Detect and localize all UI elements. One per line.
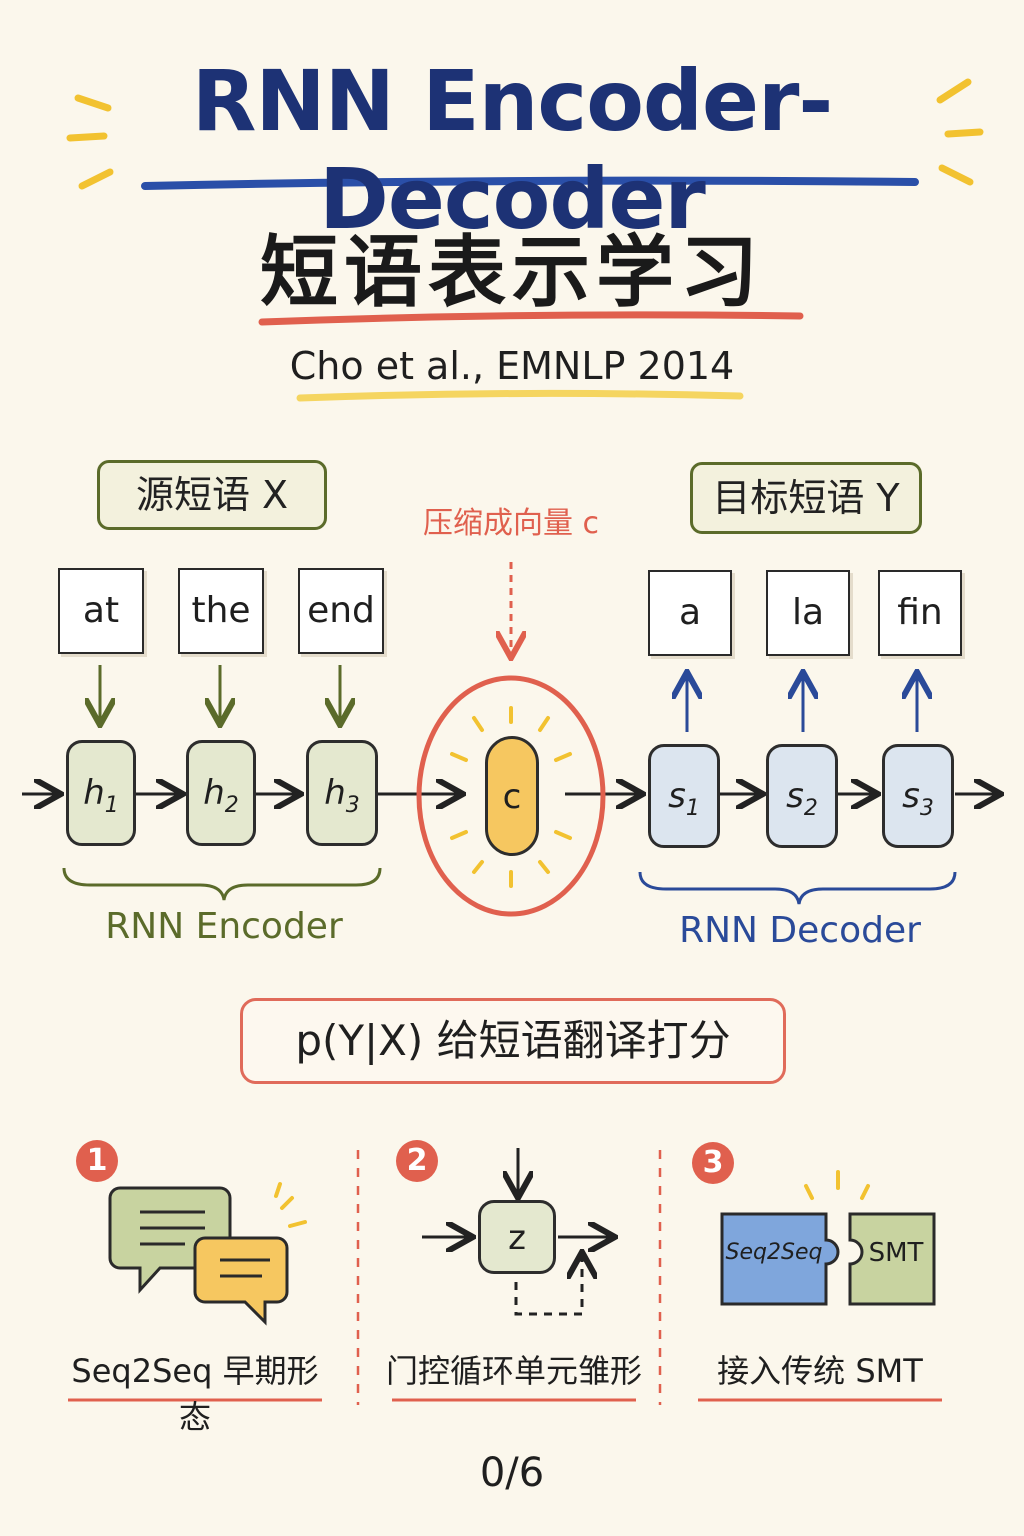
gate-unit: z [478, 1200, 556, 1274]
decoder-state-s3: s3 [882, 744, 954, 848]
point-caption-1: Seq2Seq 早期形态 [71, 1352, 319, 1436]
citation-underline [296, 389, 744, 402]
page-title: RNN Encoder-Decoder [191, 52, 834, 248]
decoder-state-s2: s2 [766, 744, 838, 848]
decoder-state-s1: s1 [648, 744, 720, 848]
source-phrase-label: 源短语 X [97, 460, 327, 530]
formula-box: p(Y|X) 给短语翻译打分 [240, 998, 786, 1084]
citation: Cho et al., EMNLP 2014 [289, 344, 735, 388]
point-caption-3: 接入传统 SMT [717, 1352, 923, 1390]
encoder-brace [62, 867, 382, 901]
puzzle-icon [720, 1170, 936, 1306]
puzzle-label-smt: SMT [868, 1238, 924, 1268]
subtitle-underline [258, 311, 804, 326]
title-underline [141, 176, 919, 190]
encoder-label: RNN Encoder [105, 906, 343, 947]
point-number-3: 3 [692, 1142, 734, 1184]
target-word: fin [878, 570, 962, 656]
target-word: la [766, 570, 850, 656]
target-word: a [648, 570, 732, 656]
title-sparkles [66, 78, 984, 190]
target-phrase-label: 目标短语 Y [690, 462, 922, 534]
source-word: at [58, 568, 144, 654]
point-number-1: 1 [76, 1140, 118, 1182]
gate-arrows [422, 1148, 612, 1316]
point-caption-2: 门控循环单元雏形 [385, 1352, 642, 1390]
point-number-2: 2 [396, 1140, 438, 1182]
encoder-state-h2: h2 [186, 740, 256, 846]
source-word: end [298, 568, 384, 654]
puzzle-label-seq2seq: Seq2Seq [725, 1240, 823, 1265]
decoder-brace [638, 871, 957, 905]
input-arrows [100, 665, 340, 722]
source-word: the [178, 568, 264, 654]
context-glow [450, 706, 572, 888]
output-arrows [687, 675, 917, 732]
decoder-label: RNN Decoder [679, 910, 921, 951]
page-indicator: 0/6 [479, 1450, 545, 1496]
encoder-state-h3: h3 [306, 740, 378, 846]
context-highlight [416, 675, 606, 917]
context-vector: c [485, 736, 539, 856]
encoder-state-h1: h1 [66, 740, 136, 846]
compress-label: 压缩成向量 c [422, 506, 600, 541]
page-subtitle: 短语表示学习 [259, 228, 764, 318]
chat-bubbles-icon [108, 1182, 307, 1326]
